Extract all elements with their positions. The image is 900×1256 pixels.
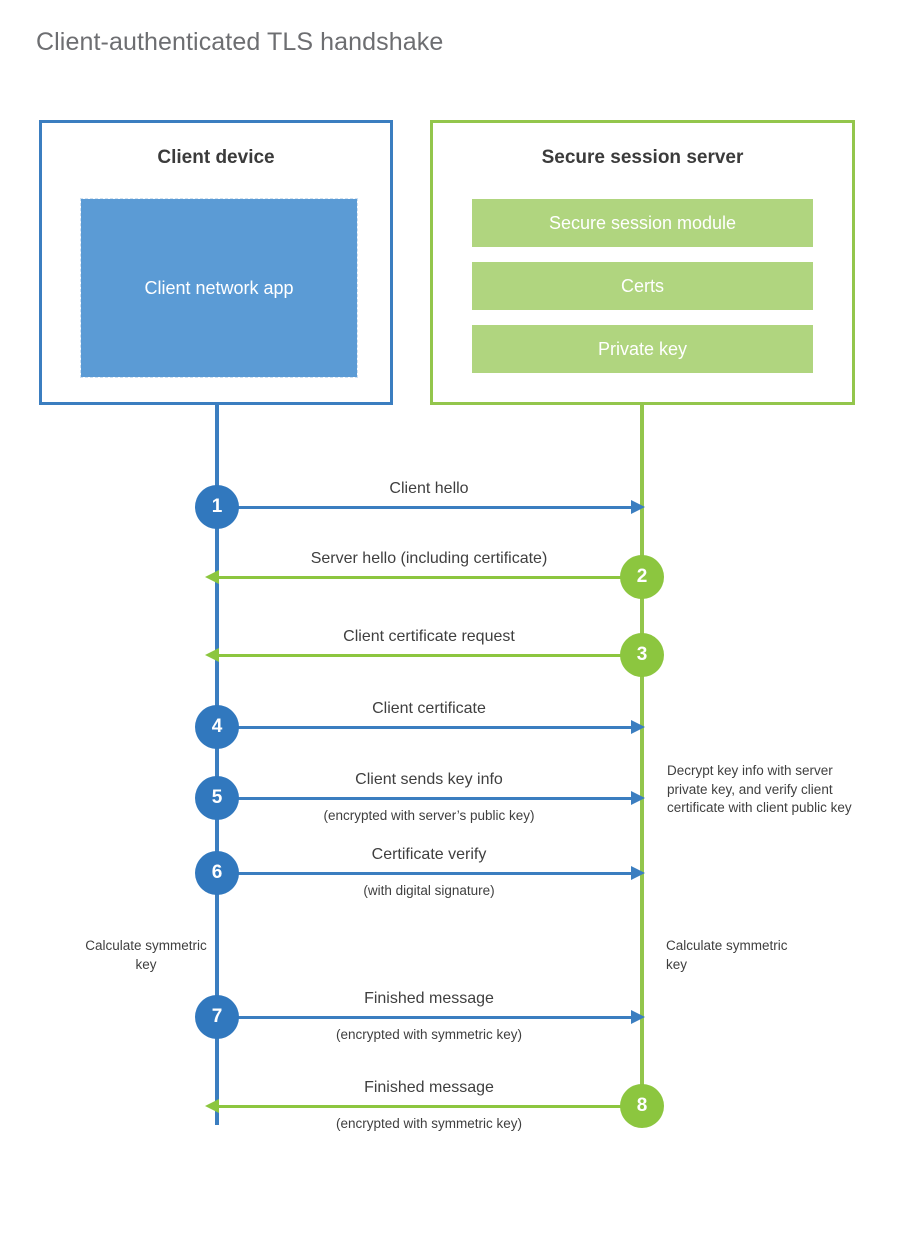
message-arrow-line-5	[217, 797, 640, 800]
arrowhead-icon-8	[205, 1099, 219, 1113]
message-label-8: Finished message	[364, 1079, 494, 1096]
message-label-1: Client hello	[389, 480, 469, 497]
message-label-3: Client certificate request	[343, 628, 515, 645]
client-device-title: Client device	[157, 147, 275, 168]
client-device-box: Client device Client network app	[39, 120, 393, 405]
message-sublabel-8: (encrypted with symmetric key)	[335, 1116, 523, 1131]
secure-session-server-box: Secure session server Secure session mod…	[430, 120, 855, 405]
message-label-7: Finished message	[364, 990, 494, 1007]
note-decrypt-key-info: Decrypt key info with server private key…	[667, 763, 852, 815]
step-circle-7: 7	[195, 995, 239, 1039]
step-circle-5: 5	[195, 776, 239, 820]
message-label-5: Client sends key info	[355, 771, 503, 788]
step-circle-1: 1	[195, 485, 239, 529]
message-sublabel-6: (with digital signature)	[363, 883, 495, 898]
client-lifeline	[215, 405, 219, 1125]
note-calculate-symmetric-key-client: Calculate symmetric key	[85, 938, 207, 972]
secure-session-server-title: Secure session server	[541, 147, 744, 168]
step-circle-4: 4	[195, 705, 239, 749]
arrowhead-icon-5	[631, 791, 645, 805]
arrowhead-icon-3	[205, 648, 219, 662]
message-label-2: Server hello (including certificate)	[310, 550, 548, 567]
server-component-private-key: Private key	[472, 325, 813, 373]
page-title: Client-authenticated TLS handshake	[36, 28, 444, 56]
server-component-secure-session-module: Secure session module	[472, 199, 813, 247]
message-arrow-line-8	[219, 1105, 642, 1108]
arrowhead-icon-7	[631, 1010, 645, 1024]
message-sublabel-5: (encrypted with server’s public key)	[323, 808, 535, 823]
message-arrow-line-4	[217, 726, 640, 729]
note-calculate-symmetric-key-server: Calculate symmetric key	[666, 938, 788, 972]
arrowhead-icon-4	[631, 720, 645, 734]
server-component-certs: Certs	[472, 262, 813, 310]
step-circle-8: 8	[620, 1084, 664, 1128]
client-network-app-block: Client network app	[80, 198, 358, 378]
arrowhead-icon-1	[631, 500, 645, 514]
message-arrow-line-2	[219, 576, 642, 579]
message-label-6: Certificate verify	[371, 846, 487, 863]
server-lifeline	[640, 405, 644, 1106]
step-circle-2: 2	[620, 555, 664, 599]
message-arrow-line-1	[217, 506, 640, 509]
arrowhead-icon-6	[631, 866, 645, 880]
step-circle-3: 3	[620, 633, 664, 677]
message-arrow-line-3	[219, 654, 642, 657]
message-arrow-line-6	[217, 872, 640, 875]
message-sublabel-7: (encrypted with symmetric key)	[335, 1027, 523, 1042]
step-circle-6: 6	[195, 851, 239, 895]
message-arrow-line-7	[217, 1016, 640, 1019]
arrowhead-icon-2	[205, 570, 219, 584]
message-label-4: Client certificate	[372, 700, 486, 717]
